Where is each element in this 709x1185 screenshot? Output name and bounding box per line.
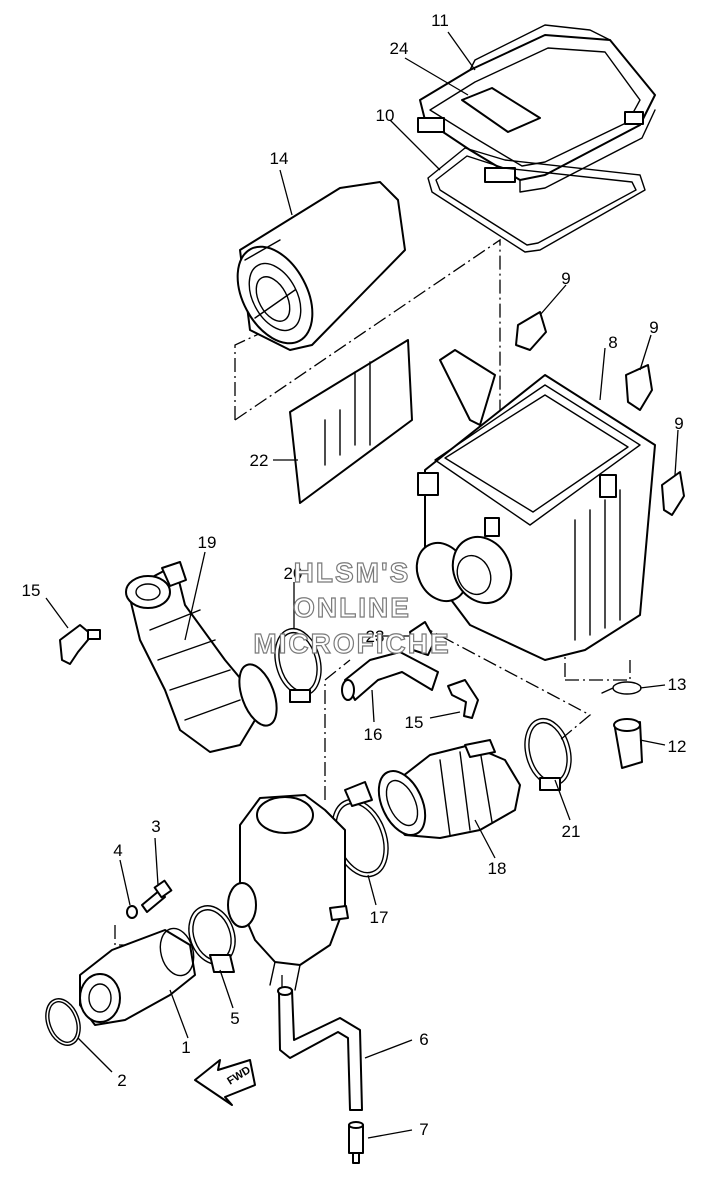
part-6-hose [277, 986, 363, 1111]
callout-9c: 9 [674, 414, 683, 433]
part-18-joint [377, 739, 521, 839]
callout-8: 8 [608, 333, 617, 352]
callout-10: 10 [376, 106, 395, 125]
watermark-line-3: MICROFICHE [253, 628, 450, 659]
callout-15a: 15 [22, 581, 41, 600]
part-8-air-filter-case [415, 349, 656, 661]
part-9-clip-c [661, 471, 685, 516]
carburetor-body [227, 794, 349, 991]
callout-14: 14 [270, 149, 289, 168]
callout-23: 23 [366, 627, 385, 646]
part-22-plate [289, 339, 413, 504]
callout-9b: 9 [649, 318, 658, 337]
part-4-washer [126, 905, 138, 919]
part-20-clamp [274, 627, 322, 703]
callout-13: 13 [668, 675, 687, 694]
callout-9a: 9 [561, 269, 570, 288]
callout-21: 21 [562, 822, 581, 841]
callout-16: 16 [364, 725, 383, 744]
callout-12: 12 [668, 737, 687, 756]
callout-5: 5 [230, 1009, 239, 1028]
part-14-air-filter-element [236, 181, 406, 351]
watermark: HLSM'S ONLINE MICROFICHE [253, 556, 450, 659]
callout-11: 11 [431, 11, 449, 30]
watermark-line-1: HLSM'S [294, 557, 411, 588]
callout-3: 3 [151, 817, 160, 836]
callout-6: 6 [419, 1030, 428, 1049]
part-19-intake-joint [125, 561, 278, 753]
fwd-arrow-icon: FWD [194, 1059, 256, 1106]
part-13-spring-clip [601, 681, 642, 695]
callout-4: 4 [113, 841, 122, 860]
callout-15b: 15 [405, 713, 424, 732]
part-1-joint [79, 927, 196, 1026]
part-9-clip-b [625, 364, 653, 411]
part-12-drain-cap [613, 718, 643, 769]
part-23-clamp-small [409, 621, 436, 656]
callout-7: 7 [419, 1120, 428, 1139]
part-7-plug [348, 1121, 364, 1164]
callout-20: 20 [284, 564, 303, 583]
callout-19: 19 [198, 533, 217, 552]
callout-2: 2 [117, 1071, 126, 1090]
callout-1: 1 [181, 1038, 190, 1057]
watermark-line-2: ONLINE [293, 592, 411, 623]
callout-17: 17 [370, 908, 389, 927]
part-3-screw [141, 879, 173, 913]
part-16-hose [341, 651, 439, 701]
part-21-clamp [524, 717, 572, 791]
part-2-o-ring [45, 998, 81, 1046]
leader-lines [45, 31, 679, 1139]
callout-labels: 1 2 3 4 5 6 7 8 9 9 9 10 11 12 13 14 15 … [22, 11, 687, 1139]
callout-24: 24 [390, 39, 409, 58]
part-11-airbox-cover [417, 24, 656, 193]
callout-22: 22 [250, 451, 269, 470]
part-24-label-decal [461, 87, 541, 133]
part-10-seal-gasket [427, 147, 646, 253]
part-15-fitting-right [447, 679, 479, 719]
part-9-clip-a [515, 311, 547, 351]
part-15-fitting-left [59, 624, 101, 665]
callout-18: 18 [488, 859, 507, 878]
